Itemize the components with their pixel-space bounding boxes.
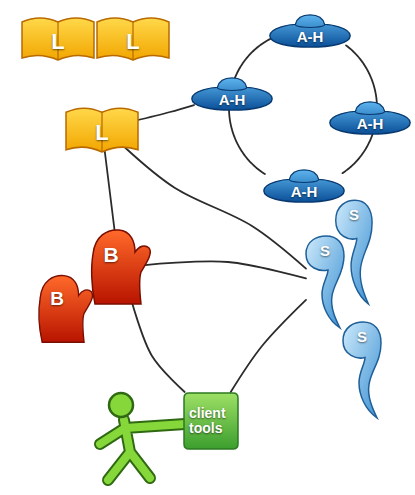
text-holder: L [95,14,171,62]
ufo-node: A-H [262,168,346,204]
connector-line [145,261,306,278]
mitten-outline [33,272,95,344]
tools-body [184,393,238,449]
mitten-body [92,230,151,304]
mitten-node: B [85,226,153,306]
hook-body [336,200,372,304]
connector-line [104,148,115,234]
node-letter: A-H [357,116,384,132]
ufo-detail [295,25,324,27]
mitten-outline [85,226,153,306]
ufo-detail [289,180,318,182]
text-holder: A-H [328,100,412,136]
connector-line [126,148,306,269]
ufo-body [192,78,272,110]
book-body [66,108,138,152]
node-letter: L [51,30,64,53]
hook-body [306,236,344,328]
node-letter: S [320,243,330,259]
hook-node: S [337,320,383,420]
book-node: L [20,14,96,62]
ufo-body [264,170,344,202]
text-holder: L [64,104,140,154]
text-holder: S [337,320,383,420]
node-letter: S [357,329,367,345]
mitten-node: B [33,272,95,344]
book-node: L [95,14,171,62]
ufo-node: A-H [268,13,352,49]
text-holder: B [33,272,95,344]
person-outline [100,420,185,480]
ufo-body [330,102,410,134]
node-letter: B [103,244,118,266]
connector-line [346,45,377,103]
text-holder: L [20,14,96,62]
ufo-body [270,15,350,47]
book-node: L [64,104,140,154]
connector-line [229,109,265,174]
node-label: client tools [189,406,235,435]
node-letter: A-H [219,92,246,108]
text-holder: client tools [183,392,239,450]
book-body [22,18,94,60]
text-holder: S [300,234,346,330]
book-body [97,18,169,60]
ufo-detail [217,88,246,90]
text-holder: A-H [268,13,352,49]
hook-node: S [300,234,346,330]
node-letter: L [126,30,139,53]
node-letter: B [50,289,64,309]
connector-line [235,38,272,78]
ufo-detail [355,112,384,114]
ufo-node: A-H [190,76,274,112]
node-letter: A-H [291,184,318,200]
node-letter: S [349,207,359,223]
text-holder: B [85,226,153,306]
node-letter: L [95,121,108,144]
hook-body [343,322,381,418]
tools-node: client tools [183,392,239,450]
mitten-body [39,276,92,343]
text-holder: A-H [190,76,274,112]
person-head [109,393,133,417]
connector-line [342,132,373,173]
ufo-node: A-H [328,100,412,136]
node-letter: A-H [297,29,324,45]
connector-line [134,105,194,121]
connector-line [231,300,306,392]
connector-line [131,298,185,392]
text-holder: A-H [262,168,346,204]
